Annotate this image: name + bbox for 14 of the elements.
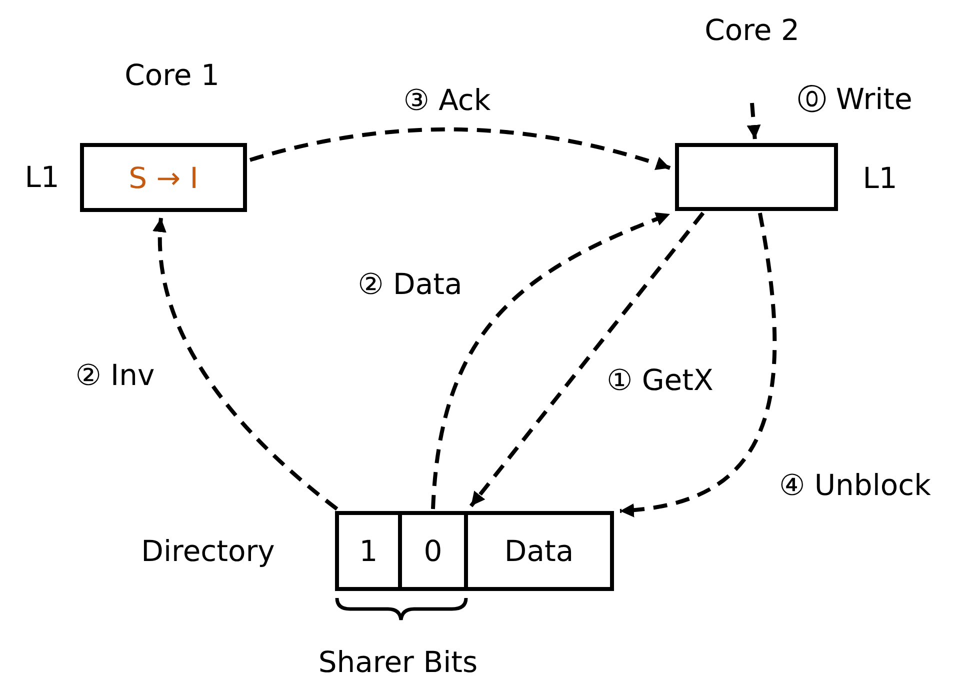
arrow xyxy=(746,102,761,140)
arrow xyxy=(620,212,777,517)
side-label: Directory xyxy=(141,534,275,568)
arrow xyxy=(469,212,705,508)
cache-box xyxy=(675,143,838,211)
cache-box: S → I xyxy=(80,143,247,212)
side-label: Core 2 xyxy=(704,13,800,47)
arrow xyxy=(153,218,338,511)
arrow xyxy=(249,128,671,170)
arrow xyxy=(431,212,671,510)
side-label: L1 xyxy=(862,161,898,195)
brace-label: Sharer Bits xyxy=(318,645,478,679)
side-label: Core 1 xyxy=(124,58,220,92)
side-label: L1 xyxy=(24,160,60,194)
